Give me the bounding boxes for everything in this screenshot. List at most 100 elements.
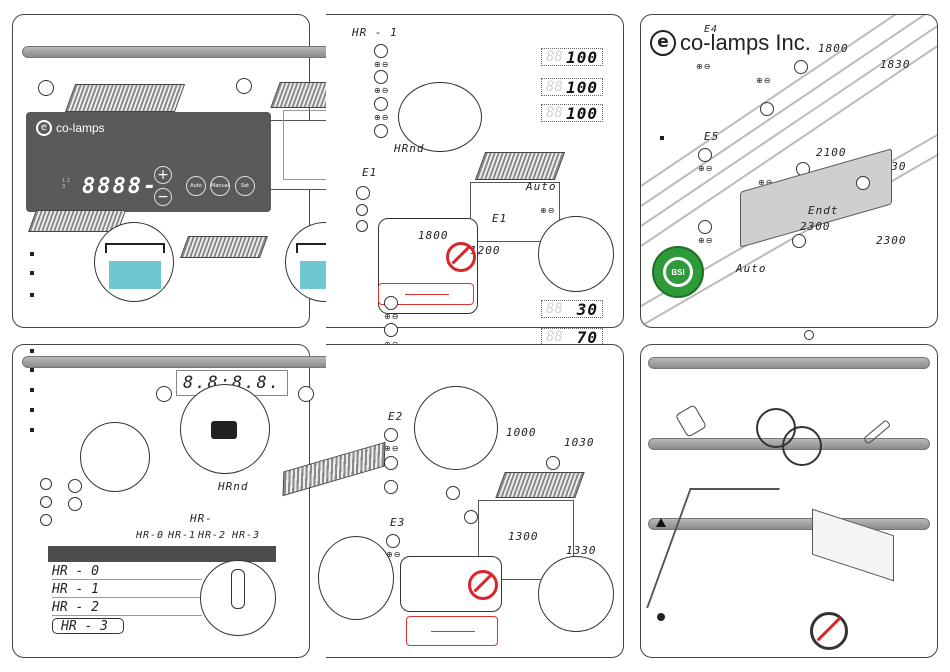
e4-label: E4: [704, 24, 719, 35]
step-circle: [446, 486, 460, 500]
step-circle: [856, 176, 870, 190]
e3-label: E3: [390, 516, 406, 529]
e1b-label: E1: [492, 212, 508, 225]
lamp-fixture-prog: [474, 152, 566, 180]
right-brand: co-lamps Inc.: [680, 30, 811, 55]
controller-side-marks: 1 2 3: [62, 178, 70, 190]
step-circle: [384, 480, 398, 494]
zoom-bracket-left: [94, 222, 174, 302]
no-water-icon: [446, 242, 476, 272]
zoom-hanger: [180, 384, 270, 474]
set-button[interactable]: Set: [235, 176, 255, 196]
hr-0-label: HR-0: [136, 530, 165, 541]
hanger-weight: [211, 421, 237, 439]
step-circle: [698, 148, 712, 162]
step-circle: [792, 234, 806, 248]
bullet: [30, 428, 34, 432]
step-circle: [356, 186, 370, 200]
warning-line: [431, 631, 475, 632]
step-circle: [384, 456, 398, 470]
time-1800-label: 1800: [418, 229, 449, 242]
e5-label: E5: [704, 130, 720, 143]
step-circle: [68, 497, 82, 511]
e1-label: E1: [362, 166, 378, 179]
auto-button[interactable]: Auto: [186, 176, 206, 196]
step-circle: [156, 386, 172, 402]
step-circle: [298, 386, 314, 402]
hr-2-label: HR-2: [198, 530, 227, 541]
minus-button[interactable]: −: [154, 188, 172, 206]
time-1030-label: 1030: [564, 436, 595, 449]
time-2300-b: 2300: [876, 234, 907, 247]
end-label: Endt: [808, 204, 839, 217]
zoom-connector-2: [414, 386, 498, 470]
bracket: [105, 243, 165, 253]
plus-minus-icon: ⊕⊖: [758, 178, 774, 187]
step-circle: [374, 97, 388, 111]
auto-label: Auto: [526, 180, 557, 193]
step-circle: [384, 428, 398, 442]
hrnd-label: HRnd: [394, 142, 425, 155]
plus-minus-icon: ⊕⊖: [384, 312, 400, 321]
time-1800-r: 1800: [818, 42, 849, 55]
hr-table-header: [48, 546, 276, 562]
bullet: [30, 252, 34, 256]
plus-minus-icon: ⊕⊖: [698, 164, 714, 173]
bsi-label: BSI: [671, 267, 685, 277]
hr-table-row: HR - 1: [52, 582, 202, 598]
step-circle: [40, 514, 52, 526]
bullet: [30, 293, 34, 297]
time-1830-r: 1830: [880, 58, 911, 71]
plus-minus-icon: ⊕⊖: [386, 550, 402, 559]
zoom-wire-anchor: [318, 536, 394, 620]
zoom-cable-lock: [200, 560, 276, 636]
plus-minus-icon: ⊕⊖: [374, 113, 390, 122]
step-circle: [546, 456, 560, 470]
time-2100-r: 2100: [816, 146, 847, 159]
controller-panel: e co-lamps 1 2 3 8888- + − Auto Manual S…: [26, 112, 271, 212]
bullet-circle: [657, 613, 665, 621]
time-1200-label: 1200: [470, 244, 501, 257]
step-circle: [464, 510, 478, 524]
hr-table-row: HR - 0: [52, 564, 202, 580]
step-circle: [698, 220, 712, 234]
step-circle: [374, 44, 388, 58]
step-circle: [236, 78, 252, 94]
time-1330-label: 1330: [566, 544, 597, 557]
plus-button[interactable]: +: [154, 166, 172, 184]
panel-accessories: [640, 344, 938, 658]
no-water-icon: [468, 570, 498, 600]
water-fill: [109, 261, 161, 289]
section-bar-3: [648, 357, 930, 369]
bullet: [660, 136, 664, 140]
zoom-hand-press: [538, 216, 614, 292]
auto-r-label: Auto: [736, 262, 767, 275]
lamp-fixture-prog-2: [495, 472, 585, 498]
lcd-value: 100: [566, 77, 598, 97]
zoom-hand-press-2: [538, 556, 614, 632]
bsi-cert-icon: BSI: [652, 246, 704, 298]
warning-triangle-icon: [656, 518, 666, 527]
plus-minus-icon: ⊕⊖: [384, 444, 400, 453]
lamp-fixture-top: [64, 84, 186, 112]
step-circle: [386, 534, 400, 548]
lamp-fixture-lower-mid: [179, 236, 269, 258]
aquarium-tank-prog-2: [478, 500, 574, 580]
manual-button[interactable]: Manual: [210, 176, 230, 196]
warning-box-1: [378, 283, 474, 305]
controller-brand: co-lamps: [56, 121, 105, 135]
no-screwdriver-icon: [810, 612, 848, 650]
step-circle: [356, 220, 368, 232]
bullet: [30, 388, 34, 392]
plus-minus-icon: ⊕⊖: [698, 236, 714, 245]
plus-minus-icon: ⊕⊖: [540, 206, 556, 215]
step-circle: [38, 80, 54, 96]
e2-label: E2: [388, 410, 404, 423]
bullet: [30, 368, 34, 372]
step-circle: [374, 124, 388, 138]
plus-minus-icon: ⊕⊖: [374, 60, 390, 69]
warning-box-2: [406, 616, 498, 646]
